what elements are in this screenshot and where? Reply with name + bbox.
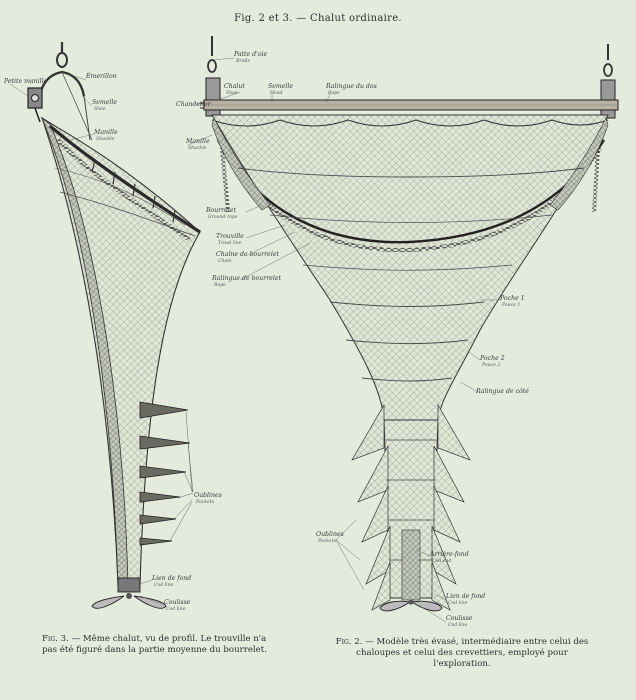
diagram-canvas: Petite manille Émerillon Semelle Shoe Ma…: [3, 36, 619, 628]
page-title: Fig. 2 et 3. — Chalut ordinaire.: [234, 13, 402, 24]
fig2-label-trouville: Trouville: [216, 233, 244, 240]
fig2-net-cone: [211, 114, 609, 421]
fig2-label-chandelier: Chandelier: [176, 101, 212, 108]
fig2-cod-end: [351, 403, 471, 612]
fig3-label-emerillon: Émerillon: [85, 72, 117, 80]
figure3-caption-text: — Même chalut, vu de profil. Le trouvill…: [42, 634, 267, 655]
figure-2: Patte d'oie Bridle Chandelier Chalut Sho…: [176, 36, 619, 628]
fig3-label-manille-sub: Shackle: [96, 136, 115, 142]
fig2-label-ralingue-bourrelet: Ralingue de bourrelet: [211, 275, 281, 282]
fig2-label-lien-de-fond-sub: Cod line: [448, 600, 468, 606]
fig2-seams: [237, 167, 585, 382]
fig3-chain: [56, 138, 192, 242]
fig2-label-coulisse: Coulisse: [446, 615, 473, 622]
fig3-label-oublines-sub: Pockets: [195, 499, 215, 505]
fig2-label-chalut: Chalut: [224, 83, 245, 90]
fig2-label-lien-de-fond: Lien de fond: [445, 593, 485, 600]
fig3-label-petite-manille: Petite manille: [3, 78, 48, 85]
fig3-label-lien-de-fond-sub: Cod line: [154, 582, 174, 588]
fig2-label-bourrelet-sub: Ground rope: [208, 214, 238, 220]
fig2-label-coulisse-sub: Cod line: [448, 622, 468, 628]
fig2-label-patte-d-oie: Patte d'oie: [233, 51, 268, 58]
fig2-hangers: [207, 36, 613, 77]
figure2-caption-number: Fig. 2.: [335, 637, 363, 647]
fig2-pockets: [351, 403, 471, 611]
fig2-ground-rope: [216, 139, 606, 244]
fig3-weights: [91, 159, 176, 223]
fig2-label-manille-sub: Shackle: [188, 145, 207, 151]
fig2-label-poche2: Poche 2: [479, 355, 505, 362]
fig2-label-arriere-fond-sub: Cod end: [432, 558, 451, 564]
fig3-pockets: [139, 401, 191, 546]
fig3-cod-end: [91, 577, 167, 609]
fig3-label-coulisse-sub: Cod line: [166, 606, 186, 612]
fig2-label-manille: Manille: [185, 138, 210, 145]
fig2-label-trouville-sub: Trawl line: [218, 240, 242, 246]
fig2-label-bourrelet: Bourrelet: [205, 207, 236, 214]
fig2-label-chalut-sub: Shoe: [226, 90, 238, 96]
fig3-label-coulisse: Coulisse: [164, 599, 191, 606]
fig2-label-ralingue-cote: Ralingue de côté: [475, 388, 529, 395]
fig3-shoe: [27, 87, 43, 123]
fig3-label-semelle: Semelle: [92, 99, 117, 106]
figure3-caption-number: Fig. 3.: [42, 634, 69, 644]
fig2-label-poche1: Poche 1: [499, 295, 525, 302]
fig3-label-oublines: Oublines: [194, 492, 222, 499]
fig2-label-semelle-sub: Head: [269, 90, 282, 96]
fig2-label-semelle: Semelle: [268, 83, 293, 90]
fig3-ground-rope: [48, 124, 201, 234]
fig2-label-oublines: Oublines: [316, 531, 344, 538]
fig3-label-manille: Manille: [93, 129, 118, 136]
fig2-label-ralingue-bourrelet-sub: Rope: [213, 282, 226, 288]
fig2-label-ralingue-dos: Ralingue du dos: [325, 83, 377, 90]
fig2-label-chaine-sub: Chain: [218, 258, 232, 264]
fig2-label-chaine: Chaîne de bourrelet: [216, 251, 279, 258]
figure2-caption: Fig. 2. — Modèle très évasé, intermédiai…: [327, 637, 597, 670]
fig2-label-poche2-sub: Pouce 2: [481, 362, 500, 368]
fig2-label-patte-d-oie-sub: Bridle: [235, 58, 250, 64]
fig2-label-oublines-sub: Pockets: [317, 538, 337, 544]
figure2-caption-text: — Modèle très évasé, intermédiaire entre…: [356, 637, 589, 669]
fig2-label-ralingue-dos-sub: Rope: [327, 90, 340, 96]
fig3-label-lien-de-fond: Lien de fond: [151, 575, 191, 582]
fig2-label-poche1-sub: Pouce 1: [501, 302, 520, 308]
figure-3: Petite manille Émerillon Semelle Shoe Ma…: [3, 42, 222, 612]
fig3-label-semelle-sub: Shoe: [94, 106, 106, 112]
figure3-caption: Fig. 3. — Même chalut, vu de profil. Le …: [42, 634, 272, 656]
fig3-swivel: [38, 42, 86, 97]
fig2-head-rope: [211, 119, 609, 127]
fig2-label-arriere-fond: Arrière-fond: [429, 551, 469, 558]
